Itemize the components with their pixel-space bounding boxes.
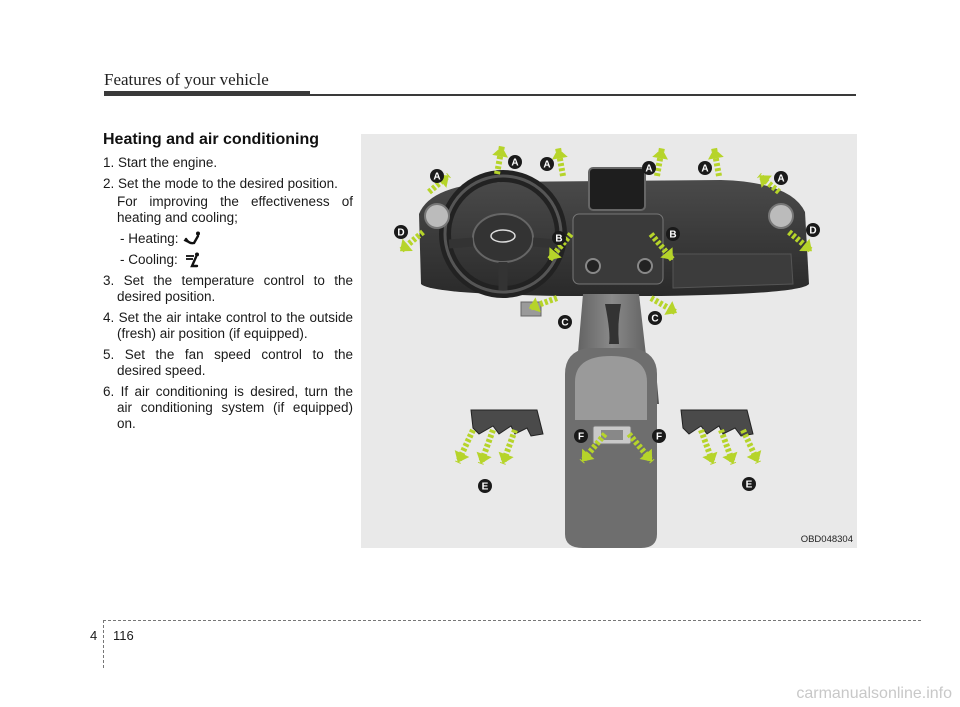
vent-label-a: A [430,169,444,183]
svg-text:A: A [543,160,550,171]
airflow-arrow-icon [492,145,509,175]
vent-label-b: B [552,231,566,245]
watermark: carmanualsonline.info [796,685,952,702]
steering-wheel [439,170,567,298]
svg-text:E: E [482,482,489,493]
airflow-arrow-icon [527,295,559,313]
svg-text:D: D [397,228,404,239]
airflow-arrow-icon [757,172,781,195]
page-header-title: Features of your vehicle [104,70,269,89]
step-4: 4. Set the air intake control to the out… [103,310,353,342]
chapter-number: 4 [90,628,98,643]
airflow-arrow-icon [546,232,574,262]
face-mode-icon [185,252,199,268]
header-rule [104,94,856,96]
airflow-arrow-icon [740,428,762,464]
svg-text:A: A [433,172,440,183]
step-text: If air conditioning is desired, turn the… [117,384,353,431]
footer-rule [103,620,921,621]
floor-mode-icon [183,231,200,245]
vent-label-a: A [642,161,656,175]
left-side-vent [424,203,450,229]
figure-code: OBD048304 [800,534,853,545]
vent-label-d: D [394,225,408,239]
svg-text:A: A [645,164,652,175]
heating-label: - Heating: [120,231,179,246]
airflow-arrow-icon [626,432,655,464]
vent-label-f: F [574,429,588,443]
step-2: 2. Set the mode to the desired position. [103,176,353,192]
cooling-label: - Cooling: [120,252,178,267]
glovebox [672,253,794,289]
airflow-arrow-icon [648,232,676,262]
text-column: Heating and air conditioning 1. Start th… [103,132,353,437]
header-rule-thick [104,91,310,96]
airflow-arrow-icon [698,428,718,465]
vent-label-a: A [508,155,522,169]
vent-label-a: A [698,161,712,175]
right-side-vent [768,203,794,229]
vent-label-e: E [478,479,492,493]
svg-text:F: F [656,432,662,443]
vent-label-a: A [540,157,554,171]
vent-arrows-overlay: A A A A A A D D B B C C E E F F [394,145,820,493]
svg-text:B: B [669,230,676,241]
step-text: Set the mode to the desired position. [118,176,338,191]
step-number: 2. [103,176,115,191]
airflow-arrow-icon [652,147,669,177]
step-2-note: For improving the effectiveness of heati… [117,194,353,225]
step-number: 1. [103,155,115,170]
step-text: Set the temperature control to the desir… [117,273,353,304]
step-number: 5. [103,347,115,362]
step-5: 5. Set the fan speed control to the desi… [103,347,353,379]
airflow-arrow-icon [454,428,476,464]
dashboard-vent-illustration: A A A A A A D D B B C C E E F F OBD048304 [361,134,857,548]
svg-text:A: A [511,158,518,169]
airflow-arrow-icon [579,432,608,464]
section-heading: Heating and air conditioning [103,131,319,148]
step-number: 4. [103,310,115,325]
svg-text:E: E [746,480,753,491]
airflow-arrow-icon [707,147,724,177]
vent-label-b: B [666,227,680,241]
svg-text:D: D [809,226,816,237]
airflow-arrow-icon [498,428,518,465]
airflow-arrow-icon [551,147,568,177]
heating-mode-line: - Heating: [103,231,353,247]
svg-text:A: A [701,164,708,175]
svg-text:C: C [561,318,568,329]
step-1: 1. Start the engine. [103,155,353,171]
page-number: 116 [113,628,134,643]
footer-divider [103,620,104,668]
vent-label-c: C [648,311,662,325]
step-text: Start the engine. [118,155,218,170]
step-text: Set the fan speed control to the desired… [117,347,353,378]
step-6: 6. If air conditioning is desired, turn … [103,384,353,432]
svg-text:C: C [651,314,658,325]
vent-label-c: C [558,315,572,329]
step-number: 6. [103,384,115,399]
svg-text:F: F [578,432,584,443]
airflow-arrow-icon [718,428,738,465]
step-number: 3. [103,273,115,288]
svg-text:B: B [555,234,562,245]
vent-label-a: A [774,171,788,185]
cooling-mode-line: - Cooling: [103,252,353,268]
vent-label-f: F [652,429,666,443]
center-screen [588,167,646,211]
vent-label-e: E [742,477,756,491]
svg-text:A: A [777,174,784,185]
step-3: 3. Set the temperature control to the de… [103,273,353,305]
dashboard-drawing [419,167,809,548]
step-text: Set the air intake control to the outsid… [117,310,353,341]
airflow-arrow-icon [476,428,496,465]
vent-label-d: D [806,223,820,237]
